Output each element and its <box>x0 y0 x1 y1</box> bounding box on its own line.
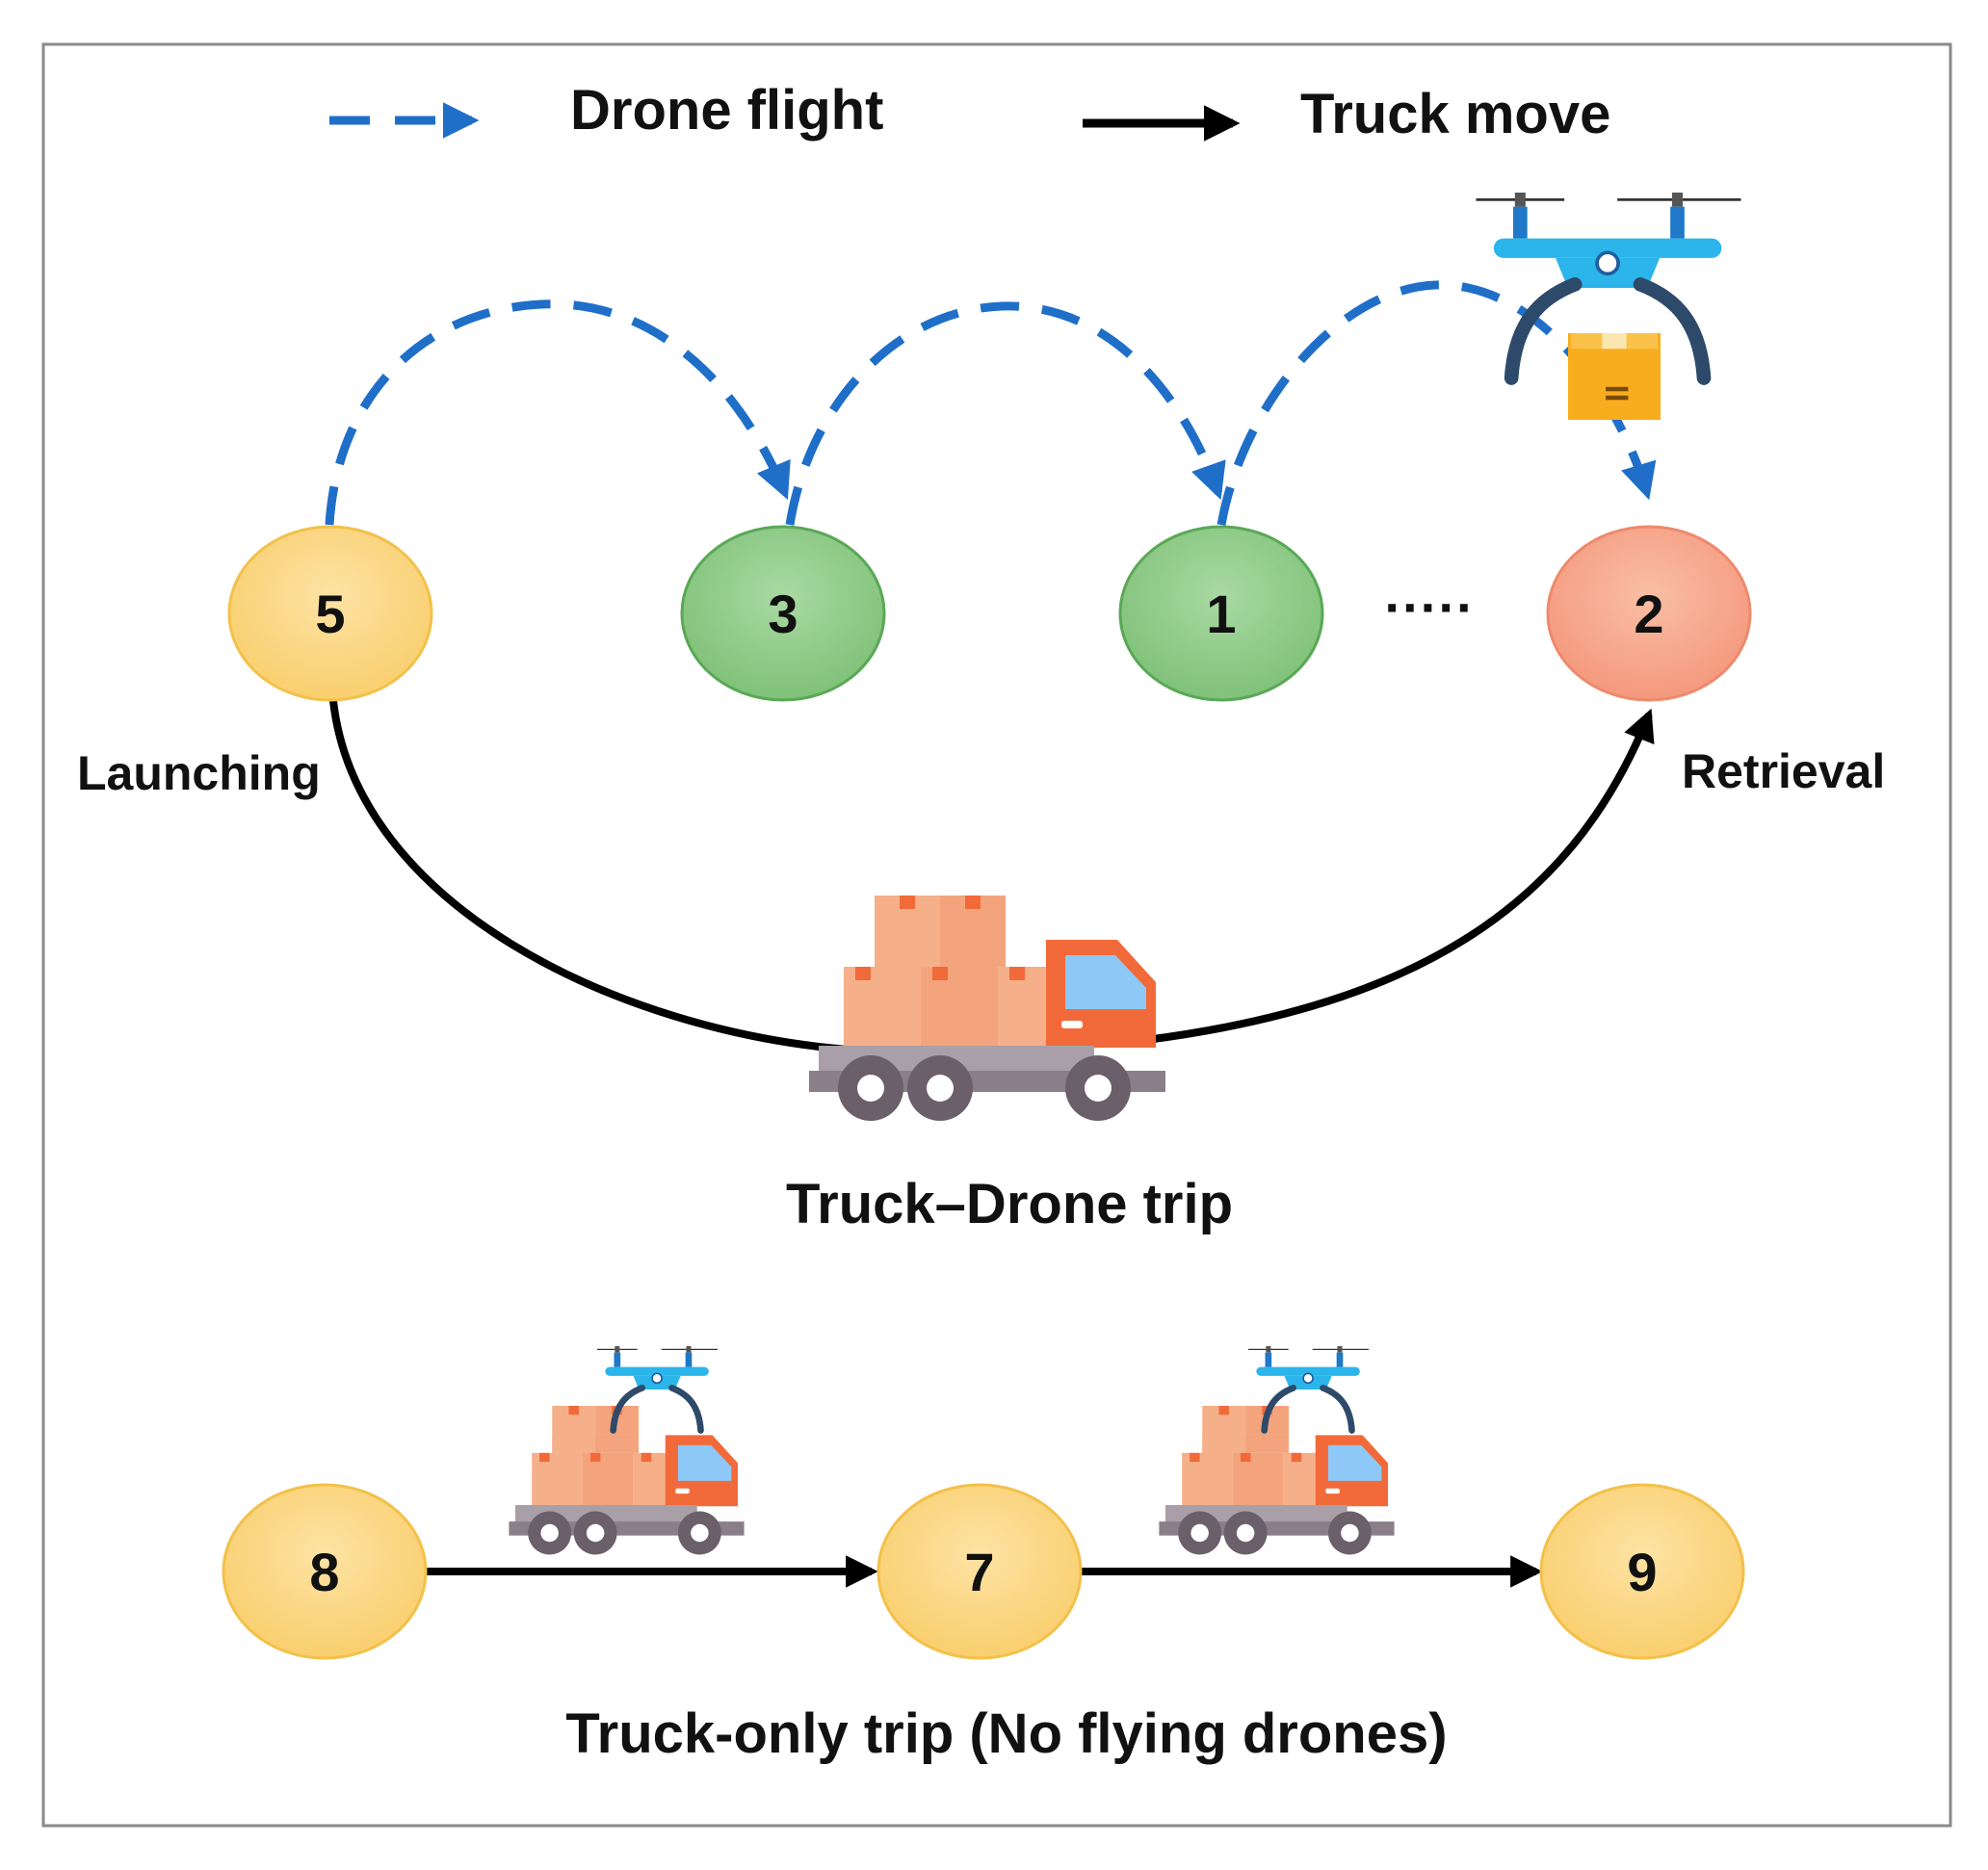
node-7-label: 7 <box>964 1542 994 1602</box>
legend: Drone flight Truck move <box>329 79 1610 145</box>
drone-path-3-to-1 <box>785 301 1226 526</box>
truck-drone-trip-title: Truck–Drone trip <box>786 1173 1233 1235</box>
node-3-label: 3 <box>768 584 798 644</box>
node-9-label: 9 <box>1627 1542 1657 1602</box>
node-5-label: 5 <box>315 584 345 644</box>
drone-flight-paths <box>325 280 1657 526</box>
node-1-label: 1 <box>1206 584 1236 644</box>
node-5: 5 <box>227 525 433 702</box>
node-2: 2 <box>1546 525 1752 702</box>
legend-truck-label: Truck move <box>1300 83 1610 145</box>
legend-drone-label: Drone flight <box>570 79 883 142</box>
node-2-label: 2 <box>1634 584 1663 644</box>
retrieval-label: Retrieval <box>1682 744 1885 798</box>
node-1: 1 <box>1118 525 1324 702</box>
launching-label: Launching <box>77 746 321 800</box>
node-3: 3 <box>680 525 886 702</box>
truck-only-trip-title: Truck-only trip (No flying drones) <box>565 1702 1447 1765</box>
drone-path-5-to-3 <box>325 299 791 526</box>
node-8: 8 <box>222 1483 428 1660</box>
node-8-label: 8 <box>309 1542 339 1602</box>
node-9: 9 <box>1539 1483 1745 1660</box>
drone-with-package-icon <box>1477 193 1741 420</box>
node-7: 7 <box>876 1483 1083 1660</box>
ellipsis-more-nodes: ····· <box>1384 577 1474 637</box>
drone-path-1-to-2 <box>1216 280 1657 526</box>
